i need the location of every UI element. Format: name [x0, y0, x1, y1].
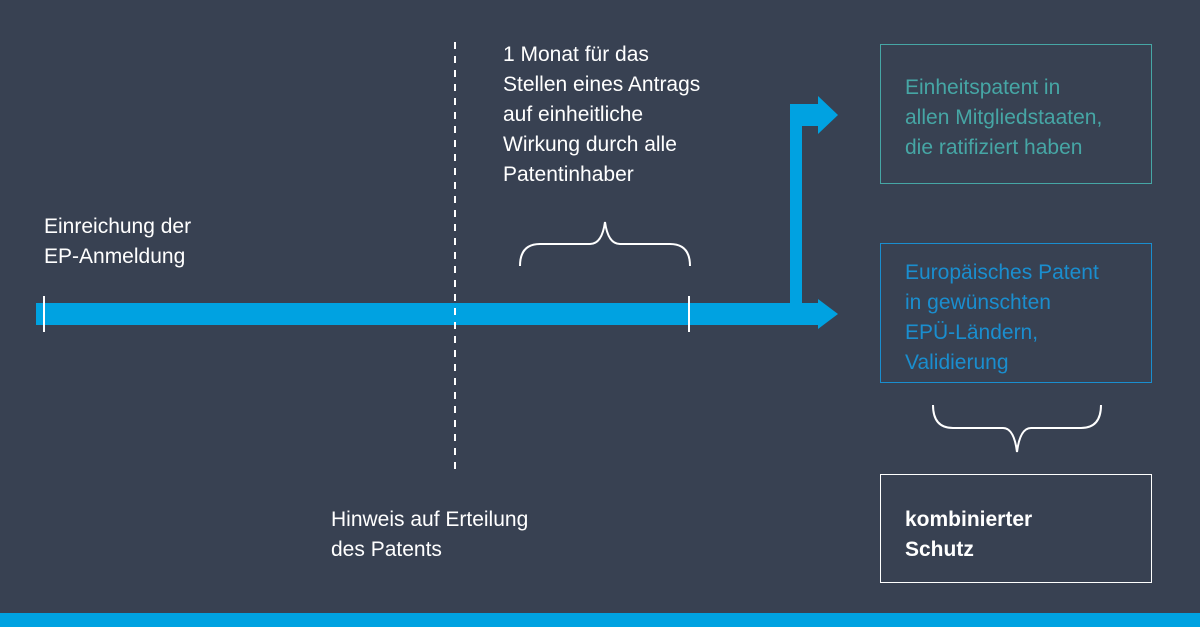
brace-combined	[932, 404, 1102, 453]
grant-notice-line-2: des Patents	[331, 538, 442, 561]
one-month-line-5: Patentinhaber	[503, 163, 634, 186]
branch-horizontal	[790, 104, 820, 126]
branch-vertical	[790, 104, 802, 312]
filing-label: Einreichung der EP-Anmeldung	[44, 212, 191, 272]
unitary-patent-box: Einheitspatent in allen Mitgliedstaaten,…	[880, 44, 1152, 184]
grant-notice-label: Hinweis auf Erteilung des Patents	[331, 505, 528, 565]
european-line-4: Validierung	[905, 351, 1009, 374]
filing-line-2: EP-Anmeldung	[44, 245, 186, 268]
footer-bar	[0, 613, 1200, 627]
combined-line-1: kombinierter	[905, 508, 1033, 531]
unitary-line-1: Einheitspatent in	[905, 76, 1061, 99]
european-line-2: in gewünschten	[905, 291, 1051, 314]
european-line-3: EPÜ-Ländern,	[905, 321, 1039, 344]
grant-notice-line-1: Hinweis auf Erteilung	[331, 508, 529, 531]
european-line-1: Europäisches Patent	[905, 261, 1099, 284]
arrow-european	[806, 299, 838, 329]
unitary-line-3: die ratifiziert haben	[905, 136, 1083, 159]
unitary-line-2: allen Mitgliedstaaten,	[905, 106, 1103, 129]
combined-protection-box: kombinierter Schutz	[880, 474, 1152, 583]
brace-one-month	[519, 221, 691, 267]
timeline-bar	[36, 303, 808, 325]
european-patent-box: Europäisches Patent in gewünschten EPÜ-L…	[880, 243, 1152, 383]
filing-line-1: Einreichung der	[44, 215, 192, 238]
one-month-label: 1 Monat für das Stellen eines Antrags au…	[503, 40, 700, 190]
combined-line-2: Schutz	[905, 538, 974, 561]
one-month-line-4: Wirkung durch alle	[503, 133, 677, 156]
one-month-line-2: Stellen eines Antrags	[503, 73, 701, 96]
arrow-unitary	[818, 96, 838, 134]
one-month-line-1: 1 Monat für das	[503, 43, 649, 66]
one-month-line-3: auf einheitliche	[503, 103, 644, 126]
